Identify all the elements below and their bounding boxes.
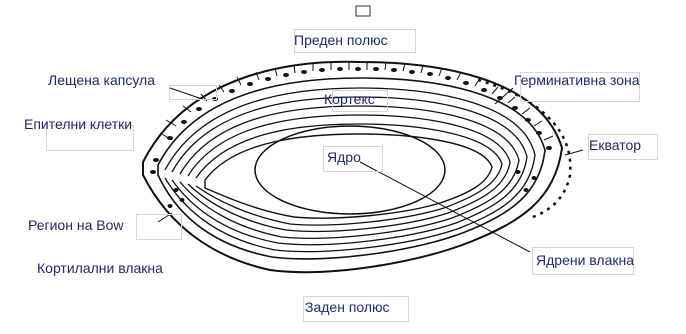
cortical-fibers-label: Кортилални влакна — [37, 260, 163, 276]
equator-label: Екватор — [589, 137, 641, 153]
posterior-pole-label: Заден полюс — [305, 299, 390, 315]
nucleus-label: Ядро — [327, 149, 361, 165]
label-box-bow — [136, 214, 182, 240]
anterior-pole-label: Преден полюс — [294, 32, 388, 48]
top-marker-square — [356, 6, 370, 16]
bow-region-label: Регион на Bow — [28, 217, 123, 233]
cortex-label: Кортекс — [324, 91, 375, 107]
lens-capsule-label: Лещена капсула — [48, 72, 155, 88]
germinative-zone-label: Герминативна зона — [514, 72, 640, 88]
epithelial-cells-label: Епителни клетки — [24, 116, 132, 132]
label-box-capsule — [169, 85, 217, 100]
nuclear-fibers-label: Ядрени влакна — [536, 252, 634, 268]
